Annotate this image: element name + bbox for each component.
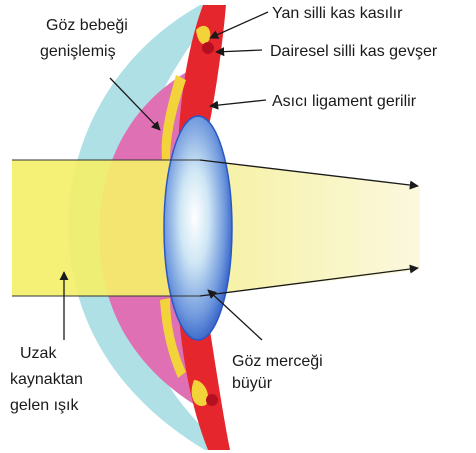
light-beam-right (200, 160, 420, 296)
arrow-icon (210, 100, 266, 106)
muscle-node-top (202, 42, 214, 54)
muscle-node-bottom (206, 394, 218, 406)
label-lateral-ciliary: Yan silli kas kasılır (272, 5, 403, 22)
label-pupil-dilated: Göz bebeği genişlemiş (40, 17, 132, 60)
lens (164, 116, 232, 340)
label-suspensory-ligament: Asıcı ligament gerilir (272, 93, 417, 110)
arrow-icon (216, 50, 262, 52)
label-lens-grows: Göz merceği büyür (232, 353, 327, 392)
label-circular-ciliary: Dairesel silli kas gevşer (270, 43, 438, 60)
label-distant-light: Uzak kaynaktan gelen ışık (10, 345, 87, 414)
